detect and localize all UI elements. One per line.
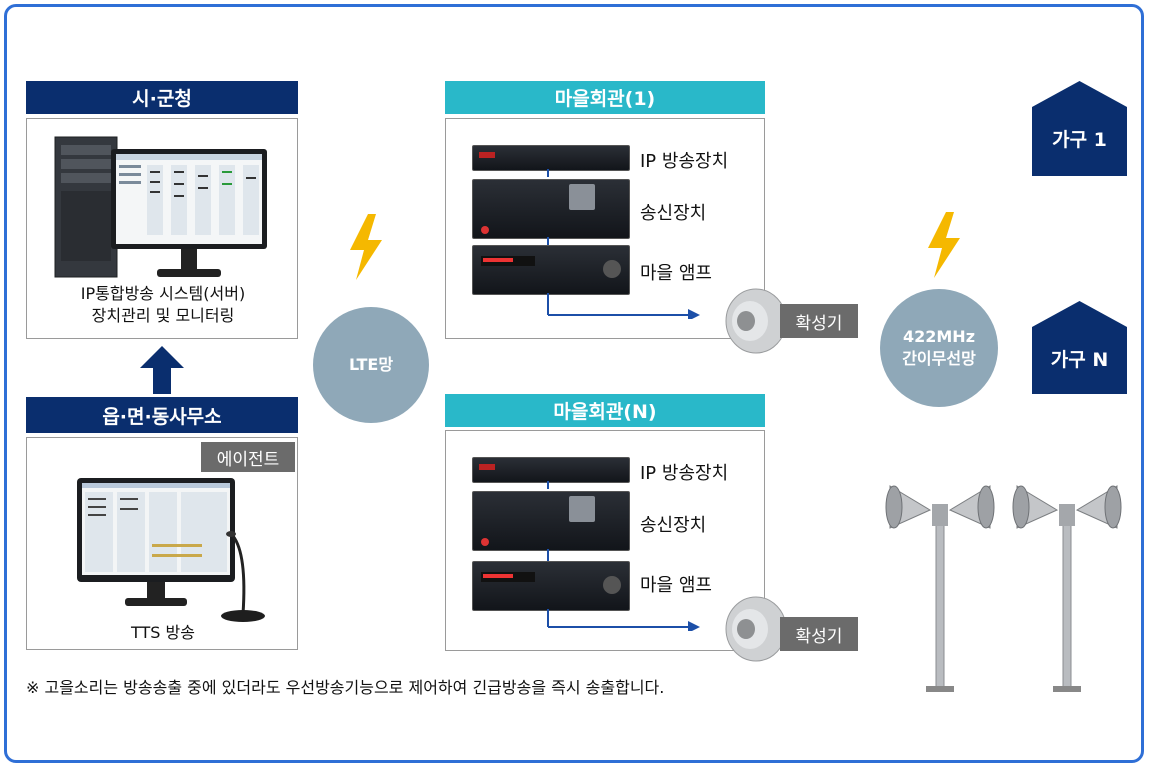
rack-device-icon [472, 179, 630, 239]
device-label: 마을 앰프 [640, 575, 712, 596]
household-label: 가구 N [1050, 349, 1109, 371]
radio-network-circle: 422MHz 간이무선망 [880, 289, 998, 407]
household-n: 가구 N [1032, 301, 1127, 394]
rack-device-icon [472, 491, 630, 551]
device-label: 송신장치 [640, 203, 707, 224]
village-hall-n-panel: IP 방송장치 송신장치 마을 앰프 [445, 430, 765, 651]
radio-label-1: 422MHz [902, 327, 976, 346]
city-hall-panel: IP통합방송 시스템(서버) 장치관리 및 모니터링 [26, 118, 298, 339]
rack-device-icon [472, 561, 630, 611]
connection-arrow [547, 481, 700, 631]
footnote: ※ 고을소리는 방송송출 중에 있더라도 우선방송기능으로 제어하여 긴급방송을… [26, 678, 665, 697]
town-office-panel: 에이전트 TTS 방송 [26, 437, 298, 650]
monitor-microphone-icon [77, 478, 265, 622]
rack-device-icon [472, 145, 630, 171]
city-hall-header: 시·군청 [26, 81, 298, 114]
house-icon [1032, 301, 1127, 394]
city-hall-caption-1: IP통합방송 시스템(서버) [80, 284, 246, 303]
rack-device-icon [472, 457, 630, 483]
device-label: 마을 앰프 [640, 263, 712, 284]
rack-device-icon [472, 245, 630, 295]
up-arrow-icon [140, 346, 184, 394]
lte-network-circle: LTE망 [313, 307, 429, 423]
server-computer-icon [54, 136, 267, 278]
village-hall-1-panel: IP 방송장치 송신장치 마을 앰프 [445, 118, 765, 339]
device-label: IP 방송장치 [640, 151, 729, 172]
speaker-tag: 확성기 [780, 304, 858, 338]
device-label: IP 방송장치 [640, 463, 729, 484]
radio-label-2: 간이무선망 [902, 349, 976, 368]
connection-arrow [547, 169, 700, 319]
pole-speaker-icon [885, 485, 995, 692]
town-office-header: 읍·면·동사무소 [26, 397, 298, 433]
speaker-tag: 확성기 [780, 617, 858, 651]
village-hall-n-header: 마을회관(N) [445, 394, 765, 427]
lte-label: LTE망 [348, 355, 394, 374]
household-1: 가구 1 [1032, 81, 1127, 176]
lightning-icon [350, 214, 382, 280]
lightning-icon [928, 212, 960, 278]
city-hall-caption-2: 장치관리 및 모니터링 [91, 306, 235, 325]
device-label: 송신장치 [640, 515, 707, 536]
horn-speaker-icon [725, 596, 786, 662]
pole-speaker-icon [1012, 485, 1122, 692]
household-label: 가구 1 [1052, 129, 1107, 151]
horn-speaker-icon [725, 288, 786, 354]
house-icon [1032, 81, 1127, 176]
diagram-frame [4, 4, 1144, 763]
village-hall-1-header: 마을회관(1) [445, 81, 765, 114]
agent-tag: 에이전트 [201, 442, 295, 472]
town-office-caption: TTS 방송 [131, 623, 195, 642]
